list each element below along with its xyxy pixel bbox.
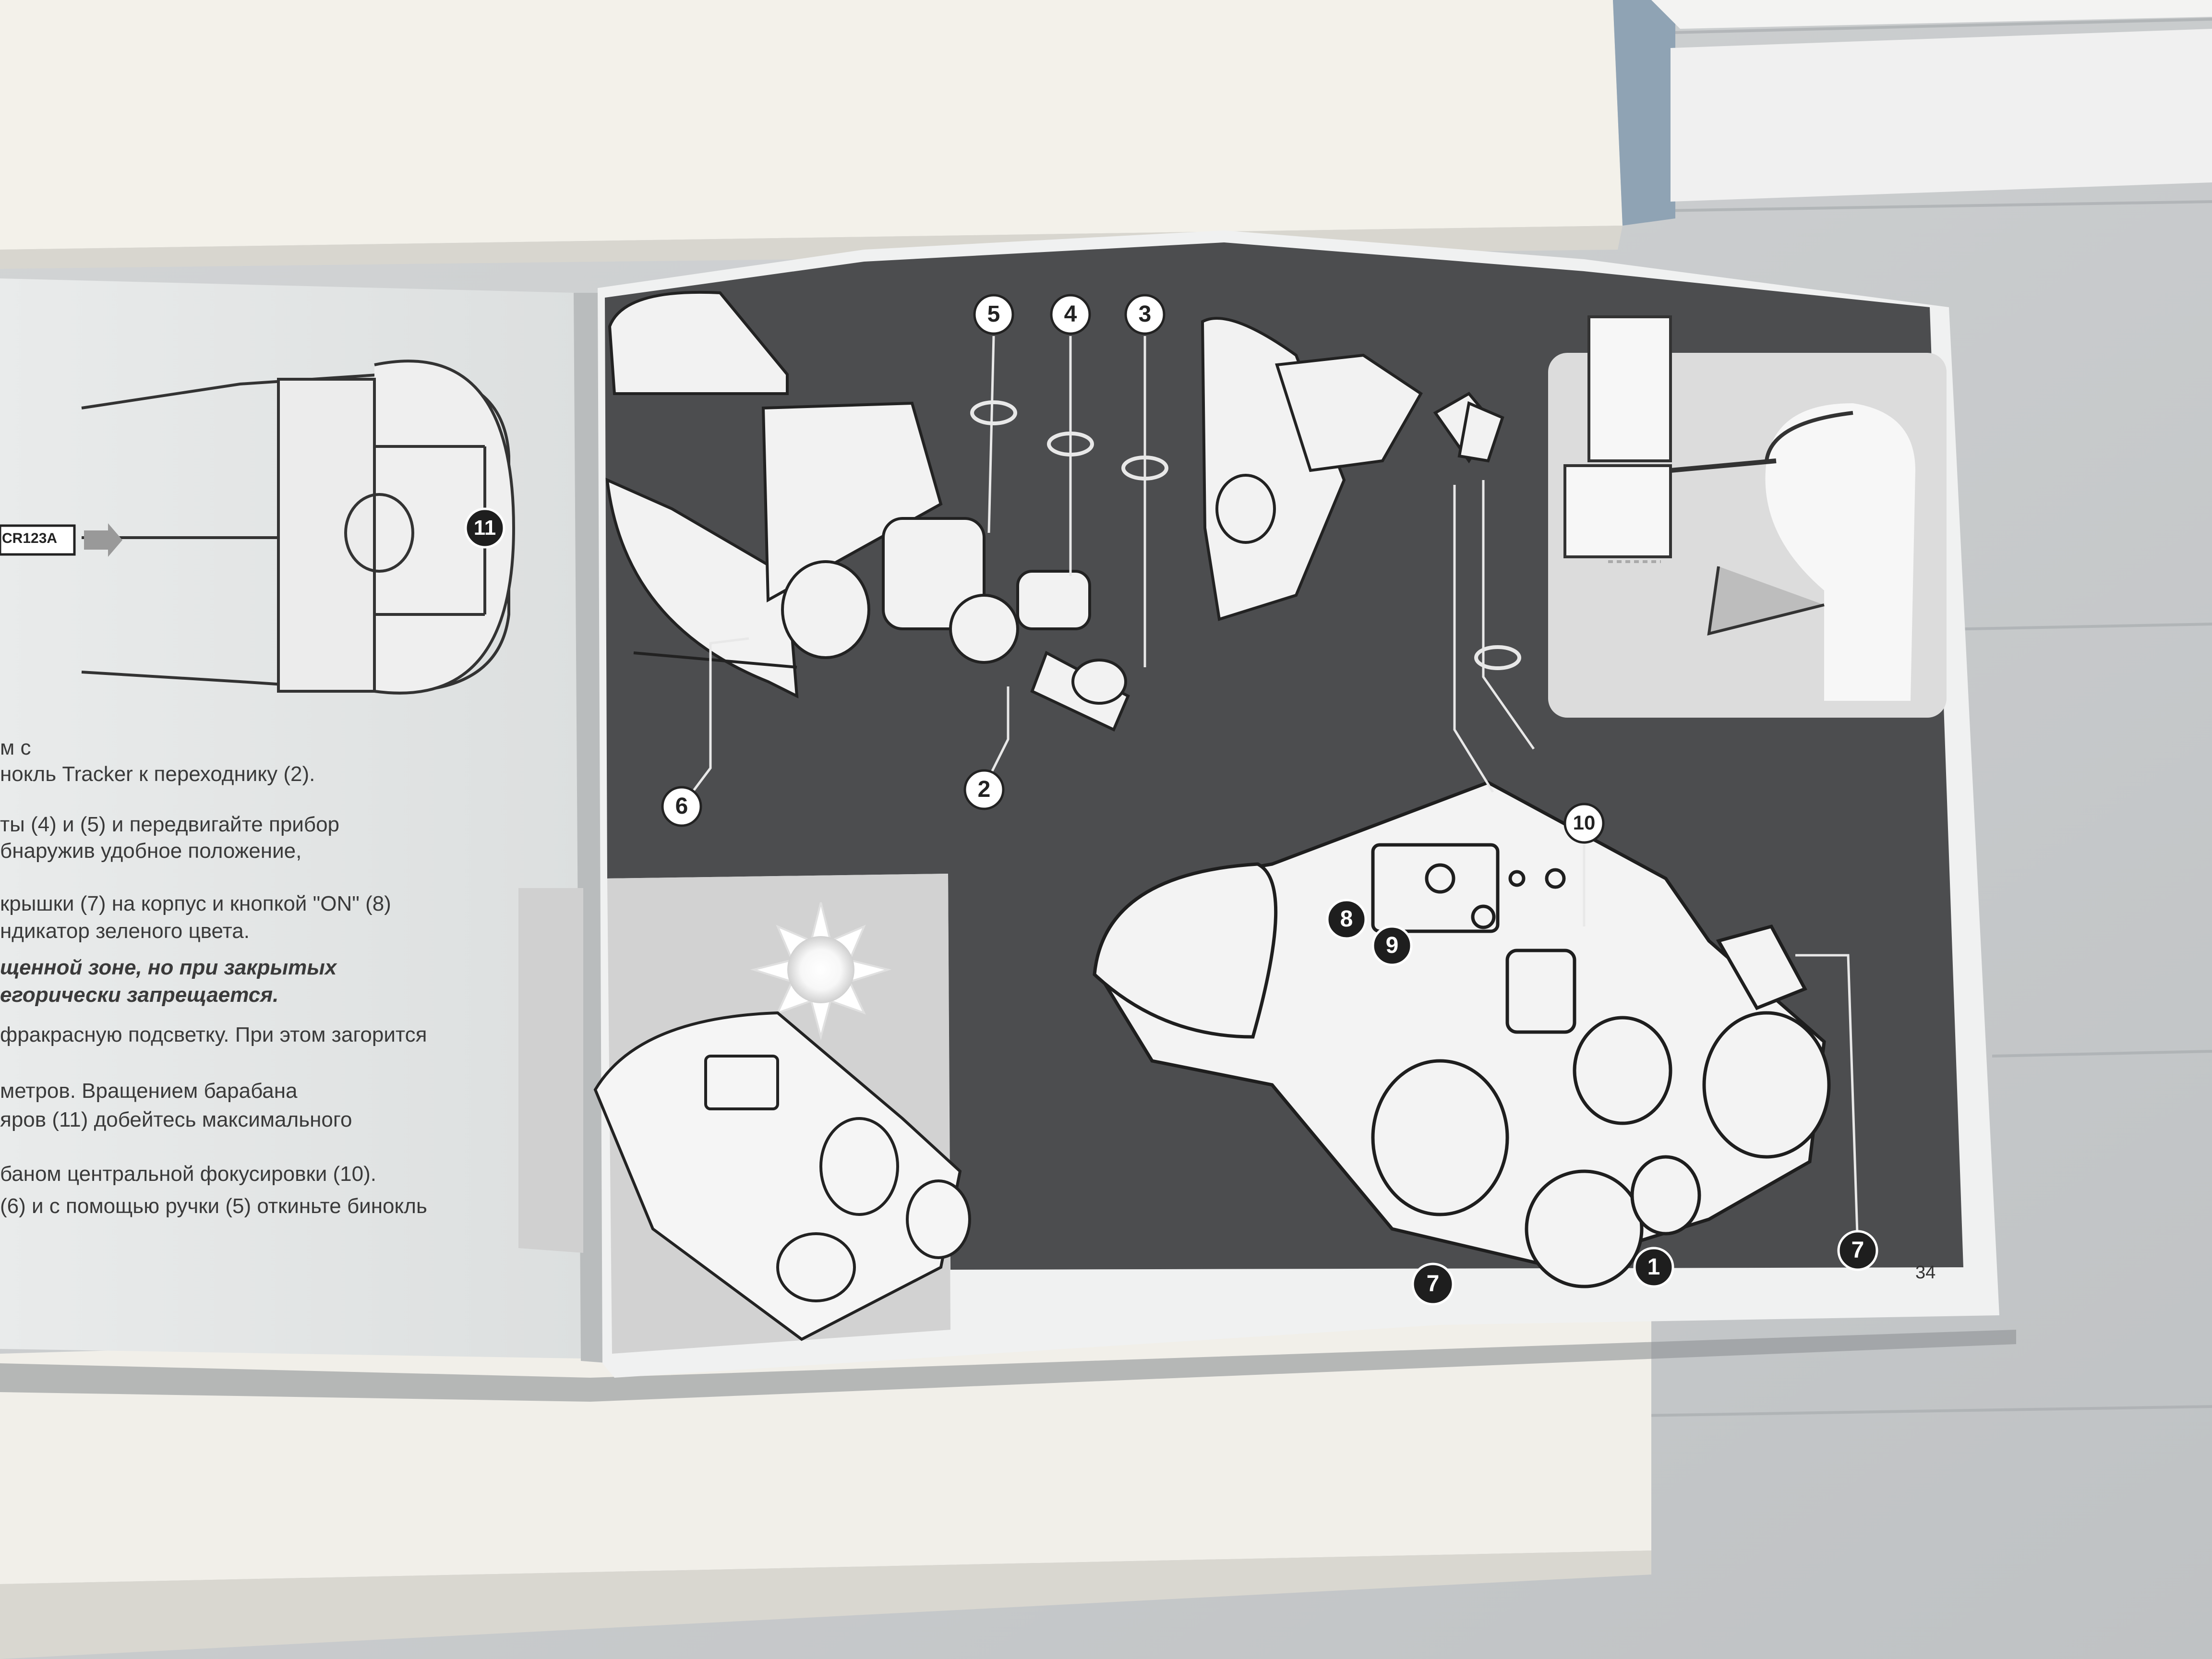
main-binocular-illustration xyxy=(1093,781,1831,1288)
small-binocular-illustration xyxy=(593,1011,971,1341)
text-line: (6) и с помощью ручки (5) откиньте бинок… xyxy=(0,1194,427,1218)
callout-1: 1 xyxy=(1647,1254,1660,1280)
text-line: баном центральной фокусировки (10). xyxy=(0,1162,376,1186)
headband-mount-illustration xyxy=(605,290,1130,732)
text-line: нокль Tracker к переходнику (2). xyxy=(0,762,315,786)
callout-9: 9 xyxy=(1385,933,1399,958)
callout-leader-lines xyxy=(681,336,1859,1249)
text-line: яров (11) добейтесь максимального xyxy=(0,1108,352,1131)
callout-7-right: 7 xyxy=(1851,1238,1864,1263)
text-line-bold: егорически запрещается. xyxy=(0,983,279,1007)
callout-8: 8 xyxy=(1340,906,1353,932)
callout-2: 2 xyxy=(977,777,991,802)
text-line-bold: щенной зоне, но при закрытых xyxy=(0,956,337,979)
text-line: бнаружив удобное положение, xyxy=(0,839,302,863)
text-line: крышки (7) на корпус и кнопкой "ON" (8) xyxy=(0,892,391,915)
text-line: ндикатор зеленого цвета. xyxy=(0,919,250,943)
callout-circles xyxy=(464,294,1878,1306)
left-binocular-drawing xyxy=(0,360,516,695)
callout-7-left: 7 xyxy=(1426,1271,1440,1297)
book-shadow xyxy=(0,1330,2016,1402)
text-line: метров. Вращением барабана xyxy=(0,1079,298,1103)
left-callout-11: 11 xyxy=(473,516,496,540)
battery-label: CR123A xyxy=(2,530,58,546)
callout-5: 5 xyxy=(987,301,1000,327)
left-inset xyxy=(518,888,583,1253)
text-line: ты (4) и (5) и передвигайте прибор xyxy=(0,813,340,836)
text-line: м с xyxy=(0,736,31,759)
bracket-illustration xyxy=(1201,317,1504,621)
text-line: фракрасную подсветку. При этом загорится xyxy=(0,1023,427,1046)
headmount-inset-drawing xyxy=(1563,315,1915,701)
callout-6: 6 xyxy=(675,793,688,819)
callout-10: 10 xyxy=(1573,811,1596,834)
callout-4: 4 xyxy=(1064,301,1077,327)
page-number: 34 xyxy=(1915,1262,1936,1283)
callout-3: 3 xyxy=(1138,301,1152,327)
sun-illustration xyxy=(750,902,892,1041)
